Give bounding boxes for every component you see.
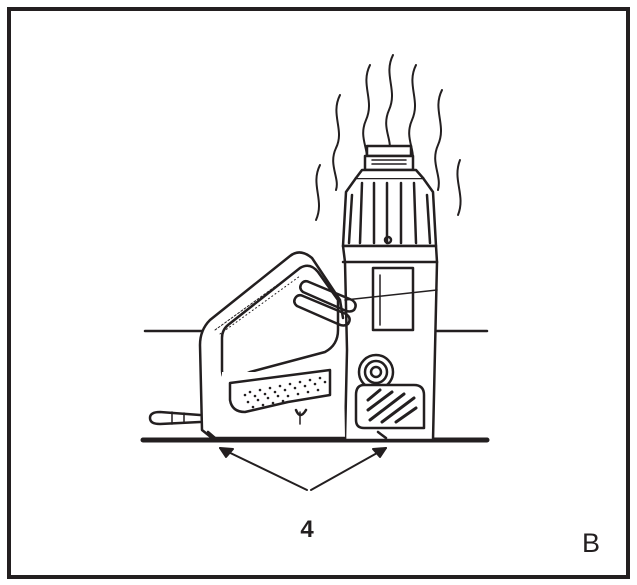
callout-number-4: 4 bbox=[300, 516, 314, 543]
callout-leader-lines bbox=[219, 447, 387, 491]
handle-grip-slots bbox=[293, 279, 357, 327]
nozzle-tip bbox=[363, 144, 415, 172]
temperature-dial-icon bbox=[357, 353, 395, 391]
trigger-area bbox=[294, 408, 308, 425]
base-vent-grille bbox=[354, 383, 426, 430]
heat-gun-barrel bbox=[341, 168, 438, 248]
base-rest-feet bbox=[206, 430, 388, 440]
heat-gun-handle bbox=[198, 251, 357, 440]
panel-letter: B bbox=[582, 528, 601, 558]
power-cord-icon bbox=[148, 410, 202, 426]
